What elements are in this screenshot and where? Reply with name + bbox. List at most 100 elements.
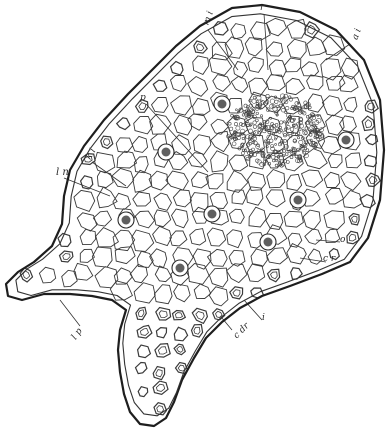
cell xyxy=(211,151,228,172)
cell xyxy=(156,384,164,391)
cell xyxy=(247,264,265,282)
cell xyxy=(209,287,228,306)
vascular-cell xyxy=(275,123,278,126)
vascular-cell xyxy=(270,99,275,104)
cell xyxy=(153,80,167,91)
cell xyxy=(113,193,130,209)
cell xyxy=(153,381,168,394)
cell xyxy=(287,135,306,152)
cell xyxy=(209,268,227,287)
leader-line xyxy=(326,44,350,60)
cell xyxy=(326,115,345,135)
cell xyxy=(171,96,192,115)
vascular-cell xyxy=(275,100,279,104)
cell xyxy=(326,188,344,204)
vascular-cell xyxy=(293,139,296,142)
cell xyxy=(307,75,323,90)
cell xyxy=(328,154,342,168)
cell xyxy=(302,170,323,187)
vascular-cell xyxy=(235,109,237,111)
vascular-cell xyxy=(229,127,232,130)
cell xyxy=(188,114,207,130)
cell xyxy=(170,231,187,246)
cell xyxy=(267,170,285,188)
cell xyxy=(193,135,210,155)
cell xyxy=(154,285,172,304)
cell xyxy=(233,290,240,297)
nucleolus xyxy=(176,264,185,273)
cell xyxy=(227,171,248,193)
vascular-cell xyxy=(283,121,285,123)
cell xyxy=(227,230,243,248)
cell xyxy=(137,325,152,338)
vascular-cell xyxy=(228,122,231,125)
nucleolus xyxy=(208,210,217,219)
cell xyxy=(284,211,303,227)
cell xyxy=(188,153,207,168)
vascular-cell xyxy=(260,100,262,102)
vascular-cell xyxy=(297,102,299,104)
cell xyxy=(156,328,166,338)
cell xyxy=(97,171,113,187)
cell xyxy=(346,153,362,168)
cell xyxy=(133,170,152,192)
vascular-cell xyxy=(236,126,240,130)
nucleolus xyxy=(294,196,303,205)
cell xyxy=(248,57,263,72)
cell xyxy=(172,209,189,228)
cell xyxy=(349,234,356,241)
cell xyxy=(214,22,229,35)
cell xyxy=(174,327,187,341)
vascular-cell xyxy=(251,132,253,134)
vascular-cell xyxy=(280,121,283,124)
cell xyxy=(192,325,203,338)
cell xyxy=(156,370,162,377)
cell xyxy=(225,37,244,58)
cell xyxy=(192,308,207,323)
nucleolus xyxy=(218,100,227,109)
cell xyxy=(159,311,167,318)
cell xyxy=(96,228,119,247)
cell xyxy=(194,284,211,298)
cell xyxy=(132,136,148,152)
cell xyxy=(136,363,147,374)
cell xyxy=(364,155,376,166)
cell xyxy=(95,152,115,173)
cell xyxy=(344,97,357,112)
leader-line xyxy=(244,300,262,320)
label-o: o xyxy=(340,236,345,245)
vascular-cell xyxy=(241,152,244,155)
cell xyxy=(130,264,147,282)
vascular-cell xyxy=(258,132,260,134)
cell xyxy=(173,190,191,207)
cell xyxy=(157,406,164,413)
cell xyxy=(77,213,96,231)
vascular-cell xyxy=(285,153,288,156)
cell xyxy=(322,96,342,116)
vascular-cell xyxy=(240,129,245,134)
cell xyxy=(196,312,204,320)
cell xyxy=(309,94,325,112)
cell xyxy=(343,191,362,209)
cell xyxy=(138,387,148,397)
vascular-cell xyxy=(260,115,262,117)
cell xyxy=(103,139,110,146)
cell xyxy=(266,42,283,56)
cell xyxy=(266,190,285,207)
vascular-cell xyxy=(275,143,277,145)
cell xyxy=(303,210,320,230)
cell xyxy=(140,328,148,335)
cell xyxy=(178,365,185,371)
cell xyxy=(287,174,302,190)
vascular-cell xyxy=(286,122,288,124)
cell xyxy=(287,19,306,38)
cell xyxy=(115,247,135,264)
nucleolus xyxy=(162,148,171,157)
cell xyxy=(134,283,155,303)
cell xyxy=(155,344,170,358)
cell xyxy=(80,229,96,244)
label-r: r xyxy=(260,4,264,13)
cell xyxy=(175,313,182,318)
label-cr: c r xyxy=(323,255,335,264)
vascular-cell xyxy=(299,140,303,144)
